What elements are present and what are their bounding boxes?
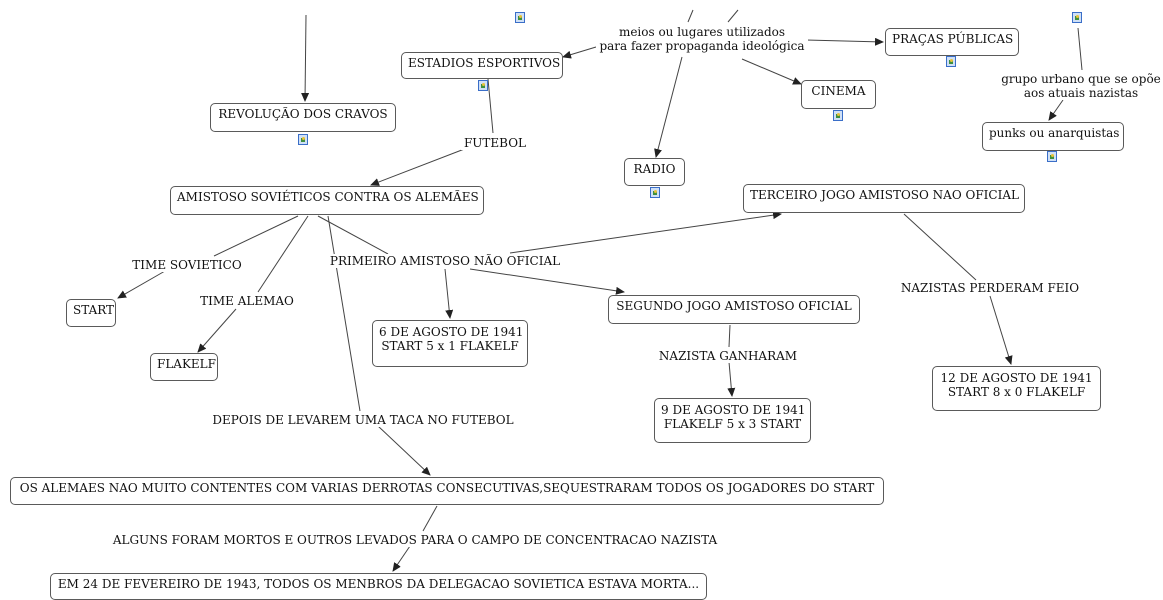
node-label: REVOLUÇÃO DOS CRAVOS [218,107,388,121]
connector-stub [727,9,739,23]
connector-to-radio [654,56,683,158]
node-start[interactable]: START [66,299,116,327]
node-radio[interactable]: RADIO [624,158,685,186]
node-24-fevereiro-1943[interactable]: EM 24 DE FEVEREIRO DE 1943, TODOS OS MEN… [50,573,707,600]
connector-to-pracas [805,37,884,46]
node-segundo-jogo[interactable]: SEGUNDO JOGO AMISTOSO OFICIAL [608,295,860,324]
connector-to-6-agosto [444,268,454,319]
connector-to-depois [327,215,361,412]
node-9-agosto-1941[interactable]: 9 DE AGOSTO DE 1941 FLAKELF 5 x 3 START [654,398,811,443]
node-label: punks ou anarquistas [989,126,1120,140]
connector-to-nazista-ganharam [728,324,731,348]
connector-stub [687,9,694,23]
connector-to-estadios [562,46,597,59]
connector-to-time-alemao [257,215,309,293]
node-label: OS ALEMAES NAO MUITO CONTENTES COM VARIA… [19,481,875,495]
node-terceiro-jogo[interactable]: TERCEIRO JOGO AMISTOSO NAO OFICIAL [743,184,1025,213]
node-label: SEGUNDO JOGO AMISTOSO OFICIAL [616,299,852,313]
node-label-date: 9 DE AGOSTO DE 1941 [661,403,806,417]
node-6-agosto-1941[interactable]: 6 DE AGOSTO DE 1941 START 5 x 1 FLAKELF [372,320,528,367]
link-label-primeiro-amistoso: PRIMEIRO AMISTOSO NÃO OFICIAL [326,254,564,268]
connector-to-12-agosto [989,295,1013,365]
image-icon[interactable] [1072,12,1082,23]
node-label: ESTADIOS ESPORTIVOS [408,56,561,70]
image-icon[interactable] [298,134,308,145]
link-label-time-sovietico: TIME SOVIETICO [128,258,246,272]
image-icon[interactable] [650,187,660,198]
image-icon[interactable] [946,56,956,67]
connector-to-time-sovietico [213,215,299,257]
node-alemaes-sequestraram[interactable]: OS ALEMAES NAO MUITO CONTENTES COM VARIA… [10,477,884,505]
node-label-date: 12 DE AGOSTO DE 1941 [940,371,1093,385]
node-estadios-esportivos[interactable]: ESTADIOS ESPORTIVOS [401,52,563,79]
node-label: TERCEIRO JOGO AMISTOSO NAO OFICIAL [750,188,1019,202]
node-label-score: START 5 x 1 FLAKELF [381,339,519,353]
link-label-grupo-urbano: grupo urbano que se opõe aos atuais nazi… [997,72,1163,100]
node-label-date: 6 DE AGOSTO DE 1941 [379,325,524,339]
node-revolucao-dos-cravos[interactable]: REVOLUÇÃO DOS CRAVOS [210,103,396,132]
link-label-alguns: ALGUNS FORAM MORTOS E OUTROS LEVADOS PAR… [107,533,723,547]
link-label-nazista-ganharam: NAZISTA GANHARAM [655,349,801,363]
connector-to-cinema [741,58,802,85]
link-label-depois: DEPOIS DE LEVAREM UMA TACA NO FUTEBOL [207,413,519,427]
connector-to-alemaes [377,425,431,476]
connector-to-revolucao [301,14,310,102]
node-cinema[interactable]: CINEMA [801,80,876,109]
connector-to-amistoso [370,147,468,186]
image-icon[interactable] [478,80,488,91]
connector-to-nazistas-perderam [903,213,977,281]
image-icon[interactable] [833,110,843,121]
connector-to-grupo-label [1077,27,1083,71]
node-label: FLAKELF [157,357,216,371]
connector-to-flakelf [197,308,237,353]
node-label-score: FLAKELF 5 x 3 START [663,417,802,431]
connector-estadios-futebol [487,78,494,134]
image-icon[interactable] [515,12,525,23]
node-label: RADIO [633,162,676,176]
node-label: PRAÇAS PÚBLICAS [892,32,1014,46]
link-label-meios: meios ou lugares utilizados para fazer p… [596,25,808,53]
connector-to-punks [1048,99,1064,121]
node-label: EM 24 DE FEVEREIRO DE 1943, TODOS OS MEN… [57,577,700,591]
connector-to-9-agosto [727,361,736,397]
link-label-futebol: FUTEBOL [461,136,529,150]
connector-to-terceiro [509,211,782,254]
node-label: AMISTOSO SOVIÉTICOS CONTRA OS ALEMÃES [177,190,479,204]
connector-to-fevereiro [392,545,411,572]
node-amistoso-sovieticos[interactable]: AMISTOSO SOVIÉTICOS CONTRA OS ALEMÃES [170,186,484,215]
cut-off-label-fragment [318,3,334,17]
image-icon[interactable] [1047,151,1057,162]
node-pracas-publicas[interactable]: PRAÇAS PÚBLICAS [885,28,1019,56]
connector-to-primeiro [317,215,389,255]
link-label-time-alemao: TIME ALEMAO [196,294,298,308]
connector-to-segundo [469,268,625,295]
connector-to-alguns [422,505,438,532]
node-punks-ou-anarquistas[interactable]: punks ou anarquistas [982,122,1124,151]
node-label: CINEMA [811,84,866,98]
node-label-score: START 8 x 0 FLAKELF [947,385,1086,399]
node-12-agosto-1941[interactable]: 12 DE AGOSTO DE 1941 START 8 x 0 FLAKELF [932,366,1101,411]
node-flakelf[interactable]: FLAKELF [150,353,218,381]
node-label: START [73,303,115,317]
connector-to-start [117,270,166,299]
link-label-nazistas-perderam: NAZISTAS PERDERAM FEIO [897,281,1083,295]
